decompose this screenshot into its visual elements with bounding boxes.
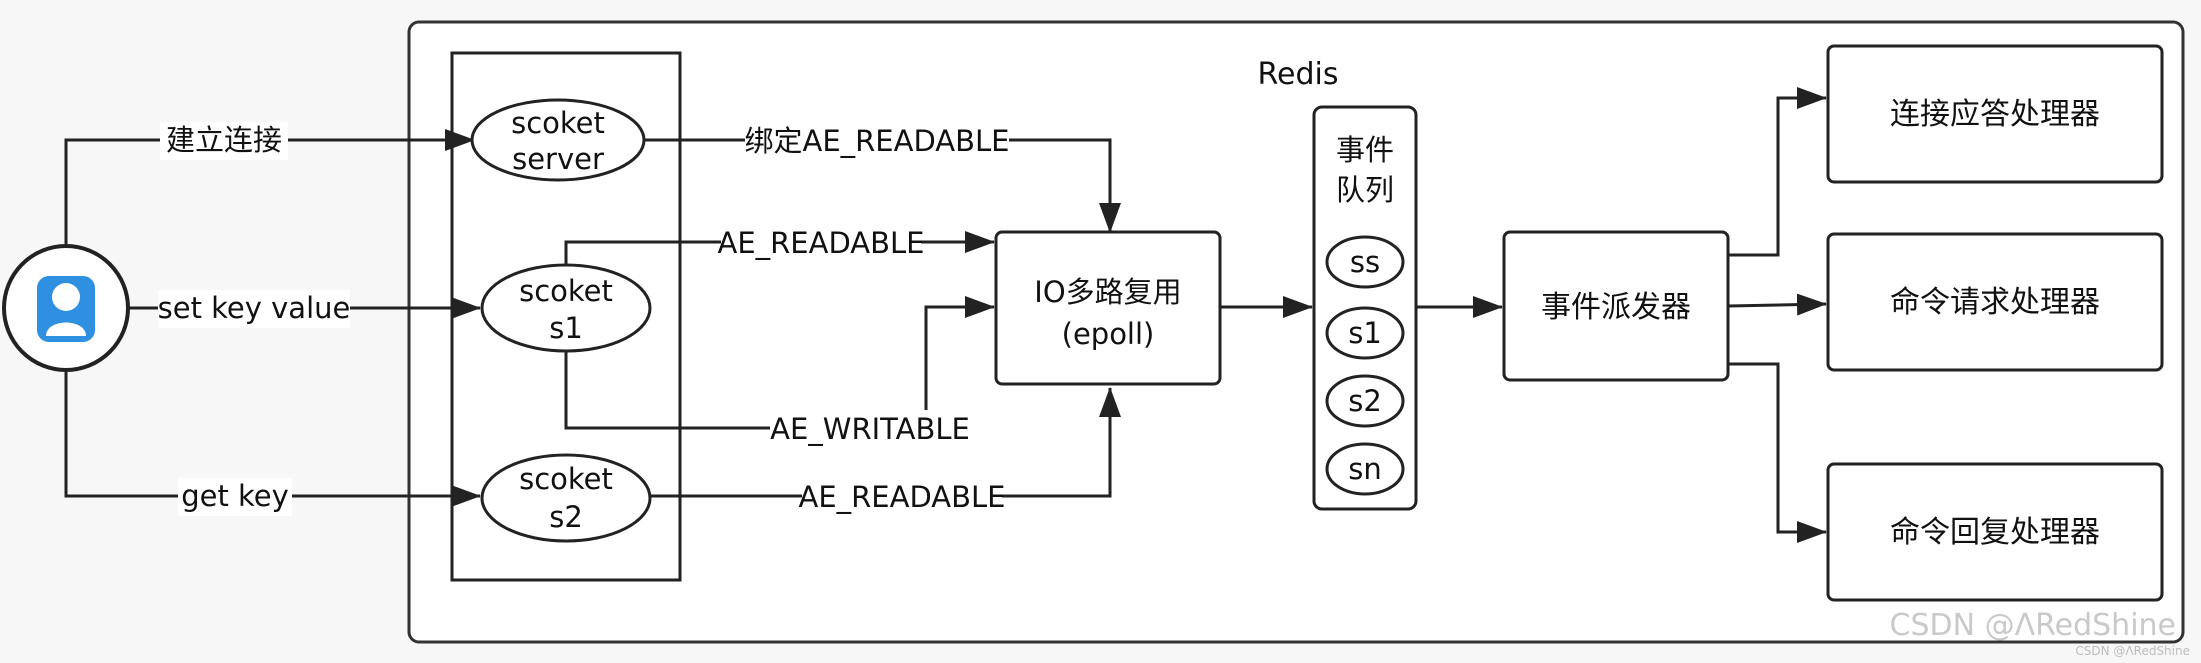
queue-item: s1 xyxy=(1325,306,1405,360)
queue-item: sn xyxy=(1325,442,1405,496)
user-avatar-icon xyxy=(37,276,95,342)
s2-readable-bg xyxy=(802,478,1002,516)
client-user[interactable] xyxy=(2,244,130,372)
handler-connect-box xyxy=(1826,44,2164,184)
handler-reply-label: 命令回复处理器 xyxy=(1890,515,2100,550)
connect-arrow xyxy=(64,129,475,246)
socket-server-line1: scoket xyxy=(511,106,605,140)
socket-s2-shape xyxy=(480,453,652,543)
dispatch-to-reply-arrow xyxy=(1728,362,1827,543)
event-dispatcher-label: 事件派发器 xyxy=(1541,290,1691,325)
get-arrow xyxy=(64,370,481,507)
event-queue-title-1: 事件 xyxy=(1336,133,1394,167)
event-dispatcher[interactable]: 事件派发器 xyxy=(1502,230,1730,382)
s1-writable-label: AE_WRITABLE xyxy=(770,412,970,446)
handler-request-label: 命令请求处理器 xyxy=(1890,285,2100,320)
handler-reply-box xyxy=(1826,462,2164,602)
set-label: set key value xyxy=(158,291,351,325)
io-multiplexer-line2: (epoll) xyxy=(1062,317,1155,351)
dispatch-to-connect-arrow xyxy=(1728,87,1827,257)
handler-request[interactable]: 命令请求处理器 xyxy=(1826,232,2164,372)
queue-item: s2 xyxy=(1325,374,1405,428)
connect-label-bg xyxy=(160,122,288,160)
watermark: CSDN @ΛRedShine xyxy=(1890,608,2176,643)
io-multiplexer[interactable]: IO多路复用 (epoll) xyxy=(994,230,1222,386)
connect-label: 建立连接 xyxy=(166,123,282,157)
s1-readable-label: AE_READABLE xyxy=(717,226,924,260)
handler-connect[interactable]: 连接应答处理器 xyxy=(1826,44,2164,184)
socket-server[interactable]: scoket server xyxy=(470,98,646,182)
queue-item-label: sn xyxy=(1348,452,1382,486)
queue-item-label: s1 xyxy=(1348,316,1382,350)
set-label-bg xyxy=(158,290,350,328)
get-label-bg xyxy=(178,478,292,516)
socket-s2[interactable]: scoket s2 xyxy=(480,453,652,543)
queue-item: ss xyxy=(1325,235,1405,289)
event-queue-title-2: 队列 xyxy=(1336,173,1394,207)
socket-s2-line1: scoket xyxy=(519,462,613,496)
handler-request-box xyxy=(1826,232,2164,372)
redis-title: Redis xyxy=(1258,57,1339,92)
handler-connect-label: 连接应答处理器 xyxy=(1890,97,2100,132)
bind-readable-label: 绑定AE_READABLE xyxy=(744,124,1009,158)
queue-item-label: ss xyxy=(1350,245,1380,279)
dispatch-to-request-arrow xyxy=(1727,293,1827,316)
io-multiplexer-line1: IO多路复用 xyxy=(1034,275,1181,309)
s1-writable-bg xyxy=(770,410,970,448)
s1-readable-bg xyxy=(721,224,921,262)
get-label: get key xyxy=(181,479,289,513)
s2-readable-label: AE_READABLE xyxy=(798,480,1005,514)
socket-s1-line2: s1 xyxy=(549,311,583,345)
queue-item-label: s2 xyxy=(1348,384,1382,418)
socket-s1[interactable]: scoket s1 xyxy=(480,263,652,353)
socket-s1-line1: scoket xyxy=(519,274,613,308)
event-queue[interactable]: 事件 队列 ss s1 s2 sn xyxy=(1312,105,1418,511)
socket-s2-line2: s2 xyxy=(549,500,583,534)
socket-server-line2: server xyxy=(512,142,604,176)
bind-readable-bg xyxy=(745,122,1009,160)
watermark-small: CSDN @ΛRedShine xyxy=(2075,644,2190,658)
handler-reply[interactable]: 命令回复处理器 xyxy=(1826,462,2164,602)
